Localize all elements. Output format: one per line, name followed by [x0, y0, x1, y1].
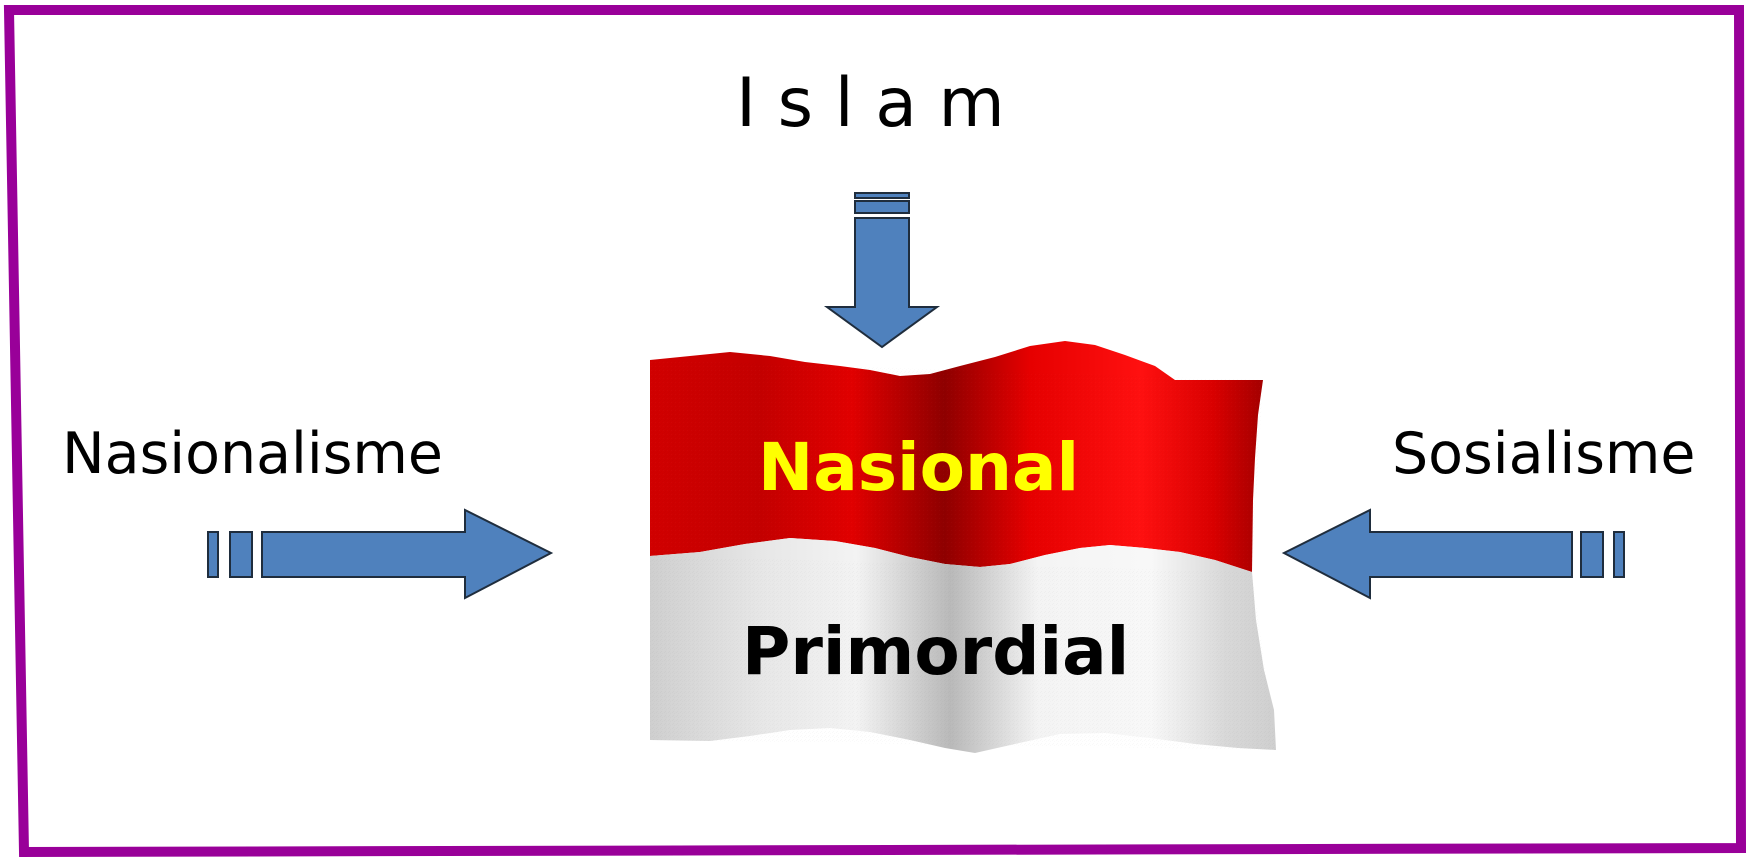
arrow-down-dash-1	[854, 192, 910, 199]
arrow-right-body	[261, 508, 554, 600]
top-label-islam: I s l a m	[736, 64, 1005, 143]
arrow-left-dash-2	[1580, 531, 1604, 578]
flag-bottom-label: Primordial	[742, 613, 1130, 690]
outer-border	[3, 5, 1747, 858]
arrow-down-from-islam	[823, 192, 941, 349]
arrow-right-dash-1	[207, 531, 219, 578]
arrow-right-from-nasionalisme	[207, 508, 554, 600]
flag-top-label: Nasional	[758, 429, 1080, 506]
arrow-left-dash-1	[1613, 531, 1625, 578]
arrow-left-body	[1281, 508, 1573, 600]
left-label-nasionalisme: Nasionalisme	[62, 421, 443, 487]
arrow-right-dash-2	[229, 531, 253, 578]
flag-red-dither	[650, 360, 1263, 572]
arrow-down-body	[823, 217, 941, 349]
arrow-down-dash-2	[854, 200, 910, 214]
right-label-sosialisme: Sosialisme	[1392, 421, 1696, 487]
flag-graphic	[650, 341, 1276, 753]
flag-white-dither	[650, 556, 1276, 750]
arrow-left-from-sosialisme	[1281, 508, 1625, 600]
